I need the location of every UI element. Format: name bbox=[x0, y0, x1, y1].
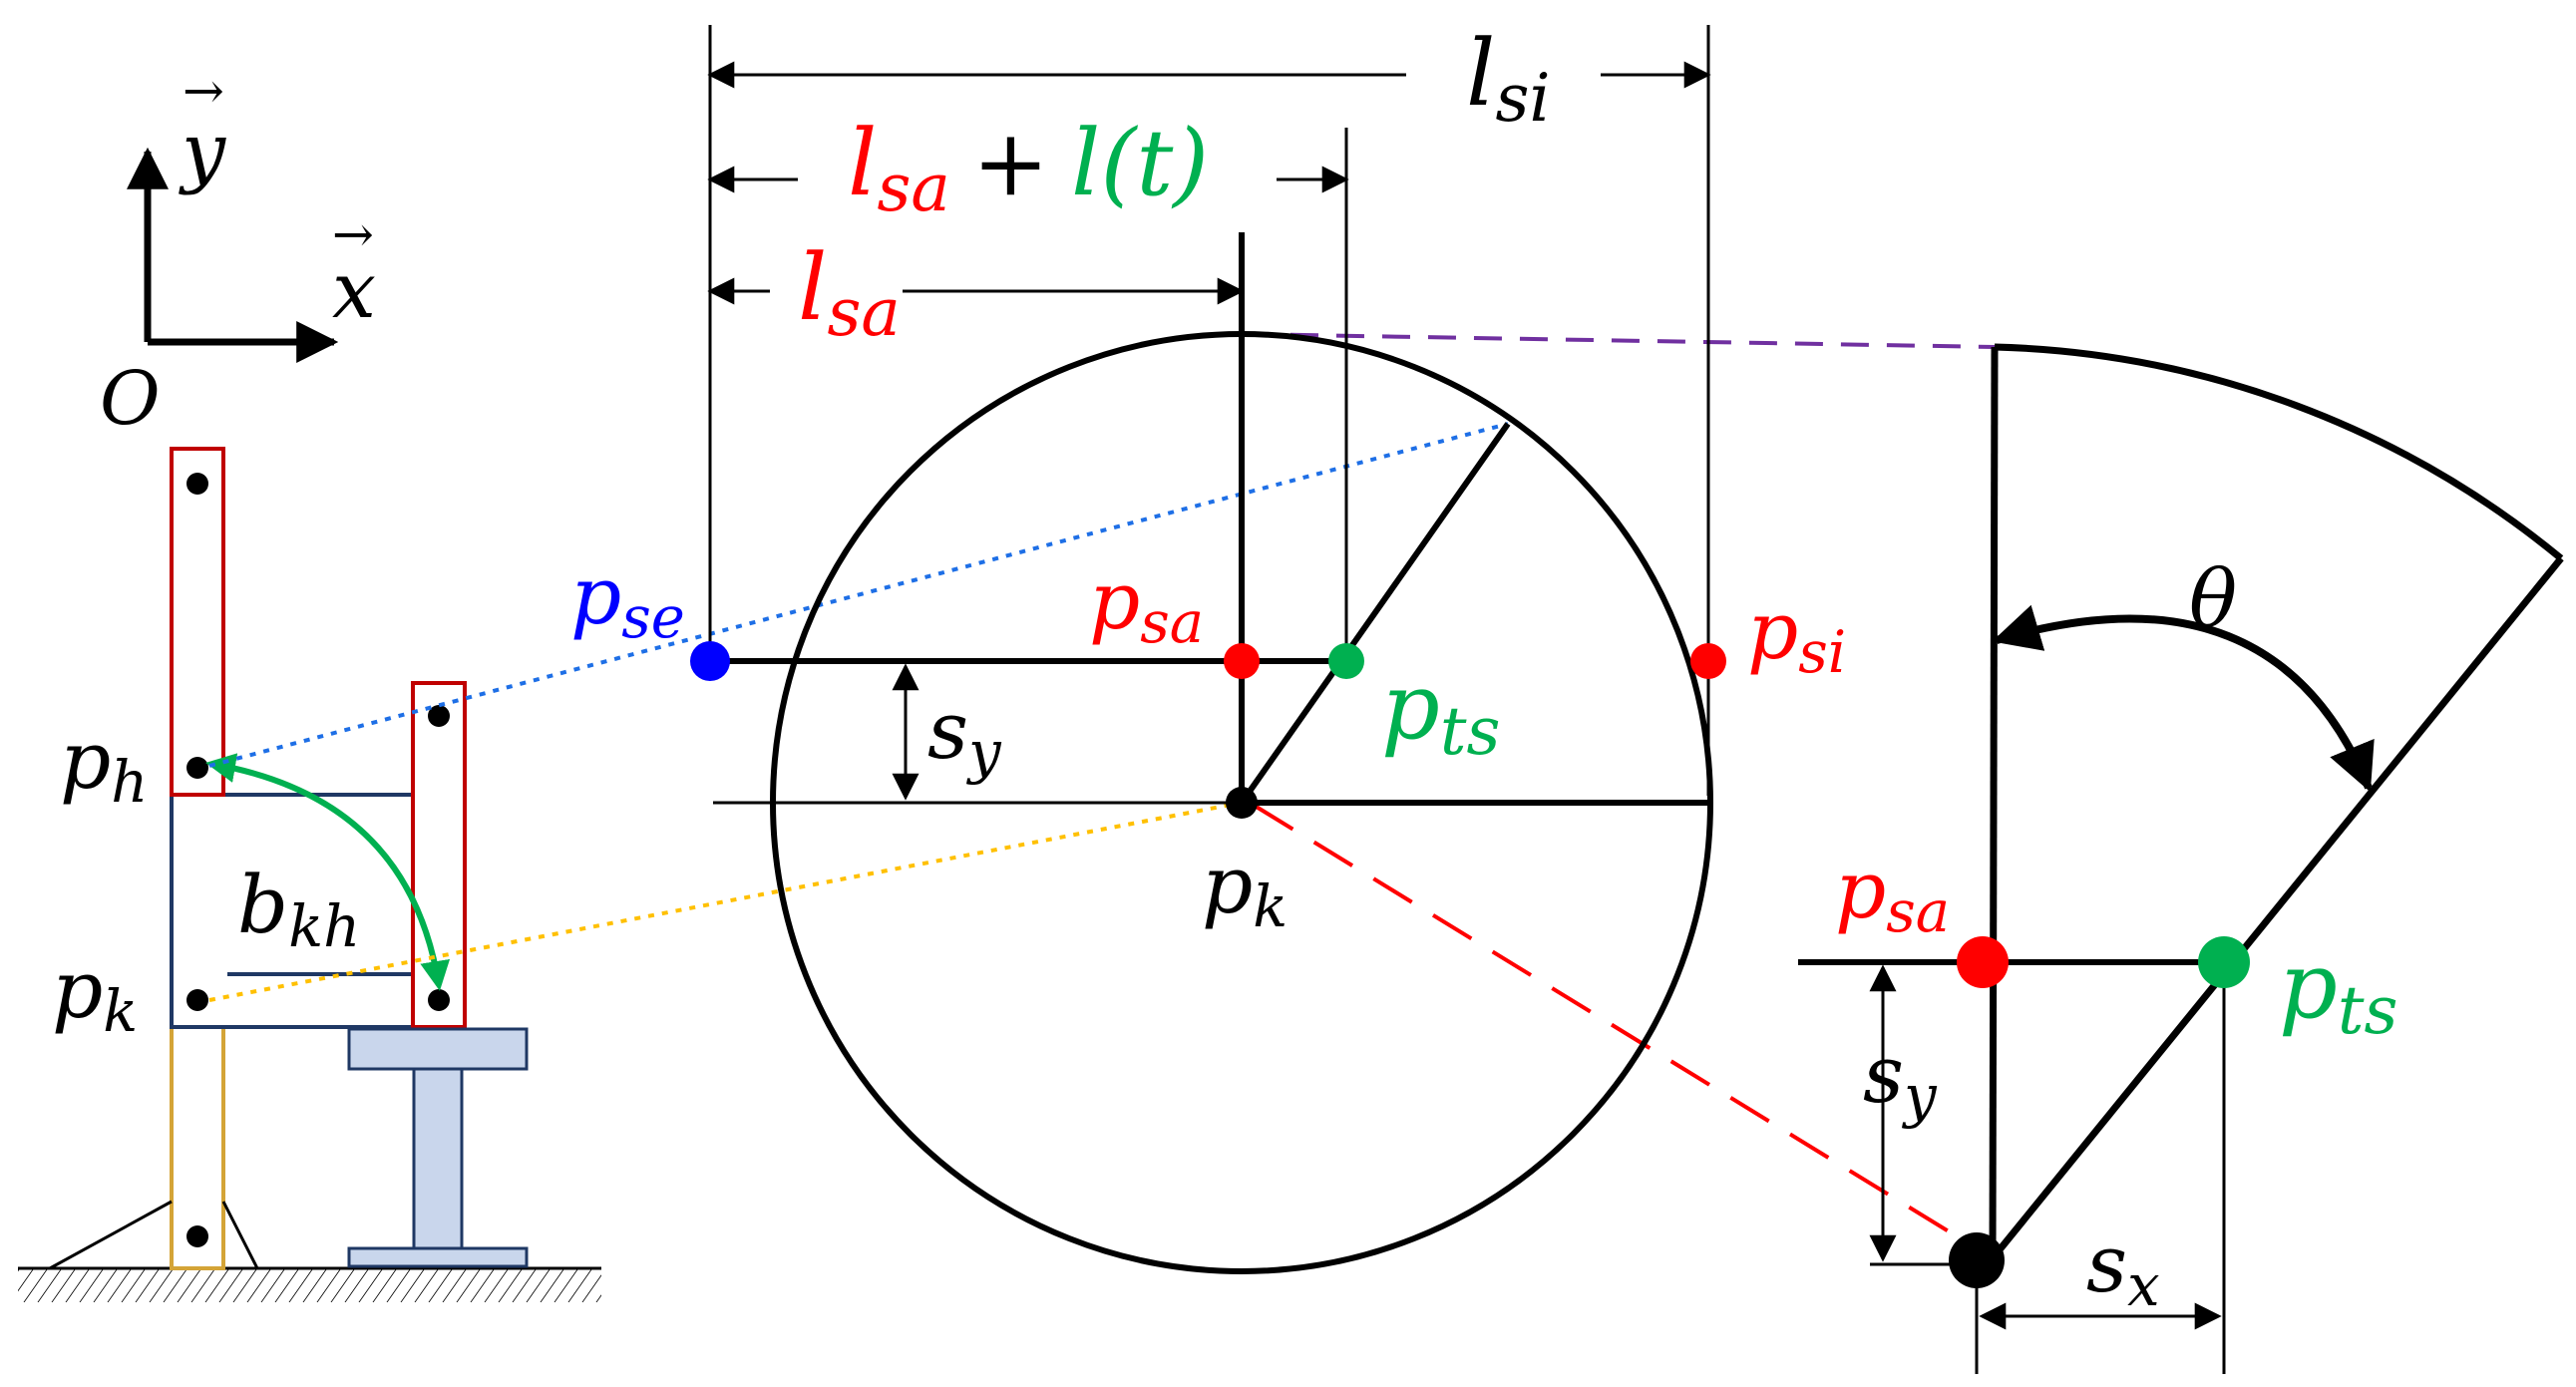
joint-dot bbox=[186, 1225, 208, 1247]
label-p-sa-sector: psa bbox=[1835, 844, 1950, 945]
x-axis-label: x bbox=[332, 246, 376, 336]
ground-hatch bbox=[18, 1268, 601, 1302]
label-l-si: lsi bbox=[1466, 20, 1551, 137]
label-s-y-center: sy bbox=[927, 684, 1002, 786]
sector-detail: θ psa pts sy sx bbox=[1798, 343, 2564, 1374]
point-p-k bbox=[1226, 787, 1258, 819]
label-p-si: psi bbox=[1747, 584, 1846, 686]
x-axis-arrow: → bbox=[332, 205, 374, 263]
b-kh-arc-arrow bbox=[205, 753, 451, 991]
sector-point-p-sa bbox=[1957, 936, 2009, 988]
coordinate-axes: y → x → O bbox=[100, 62, 376, 442]
point-p-se bbox=[690, 641, 730, 681]
y-axis-label: y bbox=[179, 107, 226, 196]
label-p-h: ph bbox=[60, 714, 148, 816]
sector-right-edge bbox=[1990, 555, 2564, 1261]
sector-point-p-ts bbox=[2198, 936, 2250, 988]
sector-point-p-k bbox=[1949, 1232, 2005, 1288]
joint-dot-p-h bbox=[186, 757, 208, 779]
leg-mechanism: ph pk bkh bbox=[18, 447, 601, 1302]
label-p-k-center: pk bbox=[1202, 839, 1288, 940]
label-l-sa: lsa bbox=[798, 234, 901, 351]
seat-post bbox=[412, 1067, 464, 1250]
joint-dot bbox=[428, 989, 450, 1011]
label-p-k-left: pk bbox=[52, 943, 138, 1045]
seat-base bbox=[347, 1246, 529, 1268]
label-theta: θ bbox=[2189, 552, 2237, 645]
theta-arc bbox=[1992, 604, 2375, 793]
label-l-sa-plus-lt: lsa+l(t) bbox=[848, 110, 1209, 226]
diagonal-radius bbox=[1239, 422, 1511, 805]
label-p-ts-center: pts bbox=[1381, 653, 1501, 770]
sector-left-edge bbox=[1989, 346, 1999, 1259]
y-axis-arrow: → bbox=[183, 62, 224, 120]
point-p-ts bbox=[1328, 643, 1364, 679]
label-p-sa-center: psa bbox=[1089, 554, 1204, 656]
circle-diagram: lsi lsa+l(t) lsa pse psa pts psi pk sy bbox=[570, 20, 1846, 1274]
point-p-si bbox=[1690, 643, 1726, 679]
label-p-se: pse bbox=[570, 549, 685, 651]
label-p-ts-sector: pts bbox=[2279, 932, 2398, 1049]
thigh-link bbox=[170, 447, 225, 797]
blue-dotted-projection bbox=[208, 422, 1509, 768]
support-strut-left bbox=[49, 1200, 173, 1270]
joint-dot bbox=[186, 473, 208, 495]
projection-lines bbox=[208, 332, 1996, 1260]
seat-top bbox=[347, 1027, 529, 1071]
joint-dot-p-k bbox=[186, 989, 208, 1011]
joint-dot bbox=[428, 705, 450, 727]
support-strut-right bbox=[221, 1201, 259, 1269]
label-s-y-sector: sy bbox=[1863, 1028, 1938, 1130]
origin-label: O bbox=[100, 356, 161, 442]
purple-dashed-projection bbox=[1244, 332, 1996, 349]
sector-arc bbox=[1994, 343, 2564, 561]
point-p-sa bbox=[1224, 643, 1260, 679]
label-b-kh: bkh bbox=[237, 859, 360, 960]
label-s-x-sector: sx bbox=[2086, 1217, 2160, 1319]
